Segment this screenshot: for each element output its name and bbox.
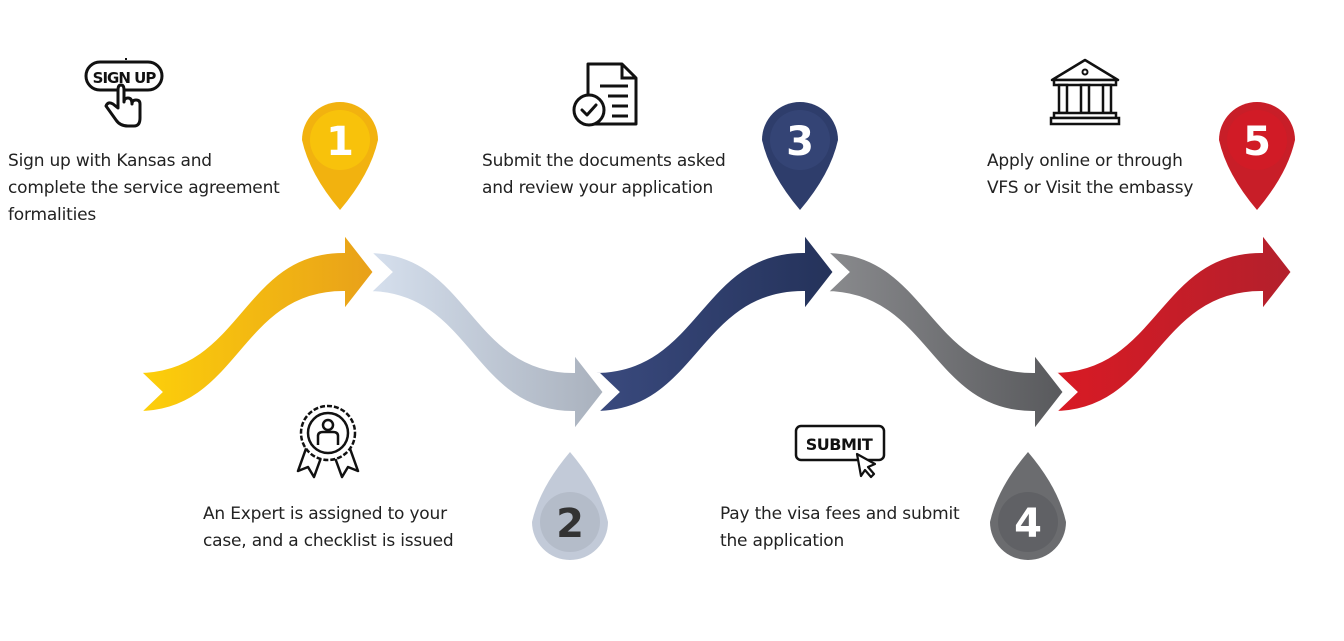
step-5-line: Apply online or through bbox=[987, 151, 1183, 171]
step-1-line: complete the service agreement bbox=[8, 178, 280, 198]
submit-icon-label: SUBMIT bbox=[806, 435, 873, 454]
marker-inner-circle bbox=[998, 492, 1058, 552]
arrow-step-3 bbox=[590, 225, 838, 416]
embassy-building-icon bbox=[1049, 58, 1121, 126]
step-3-number: 3 bbox=[786, 119, 814, 165]
marker-inner-circle bbox=[540, 492, 600, 552]
step-3-line: Submit the documents asked bbox=[482, 151, 726, 171]
arrow-step-2 bbox=[363, 248, 608, 439]
step-2-line: case, and a checklist is issued bbox=[203, 531, 454, 551]
arrow-step-5 bbox=[1048, 225, 1296, 416]
step-5-description: Apply online or through VFS or Visit the… bbox=[987, 148, 1193, 202]
step-5-number: 5 bbox=[1243, 119, 1271, 165]
step-4-line: Pay the visa fees and submit bbox=[720, 504, 960, 524]
step-1-marker: 1 bbox=[302, 102, 378, 210]
step-1-description: Sign up with Kansas and complete the ser… bbox=[8, 148, 280, 229]
sign-up-icon-label: SIGN UP bbox=[93, 69, 157, 87]
marker-inner-circle bbox=[770, 110, 830, 170]
arrow-step-1 bbox=[133, 225, 378, 416]
step-1-line: Sign up with Kansas and bbox=[8, 151, 212, 171]
arrow-step-4 bbox=[820, 248, 1068, 439]
step-4-description: Pay the visa fees and submit the applica… bbox=[720, 501, 960, 555]
step-4-number: 4 bbox=[1014, 501, 1042, 547]
marker-inner-circle bbox=[310, 110, 370, 170]
step-1-number: 1 bbox=[326, 119, 354, 165]
marker-inner-circle bbox=[1227, 110, 1287, 170]
step-3-line: and review your application bbox=[482, 178, 714, 198]
step-2-marker: 2 bbox=[532, 452, 608, 560]
step-5-marker: 5 bbox=[1219, 102, 1295, 210]
sign-up-icon: SIGN UP bbox=[84, 58, 164, 128]
document-check-icon bbox=[572, 62, 638, 127]
step-3-description: Submit the documents asked and review yo… bbox=[482, 148, 726, 202]
step-4-line: the application bbox=[720, 531, 845, 551]
step-5-line: VFS or Visit the embassy bbox=[987, 178, 1194, 198]
step-1-line: formalities bbox=[8, 205, 97, 225]
step-2-description: An Expert is assigned to your case, and … bbox=[203, 501, 454, 555]
step-3-marker: 3 bbox=[762, 102, 838, 210]
step-2-line: An Expert is assigned to your bbox=[203, 504, 447, 524]
step-4-marker: 4 bbox=[990, 452, 1066, 560]
step-2-number: 2 bbox=[556, 501, 584, 547]
award-badge-icon bbox=[296, 404, 360, 479]
submit-button-icon: SUBMIT bbox=[794, 424, 886, 479]
